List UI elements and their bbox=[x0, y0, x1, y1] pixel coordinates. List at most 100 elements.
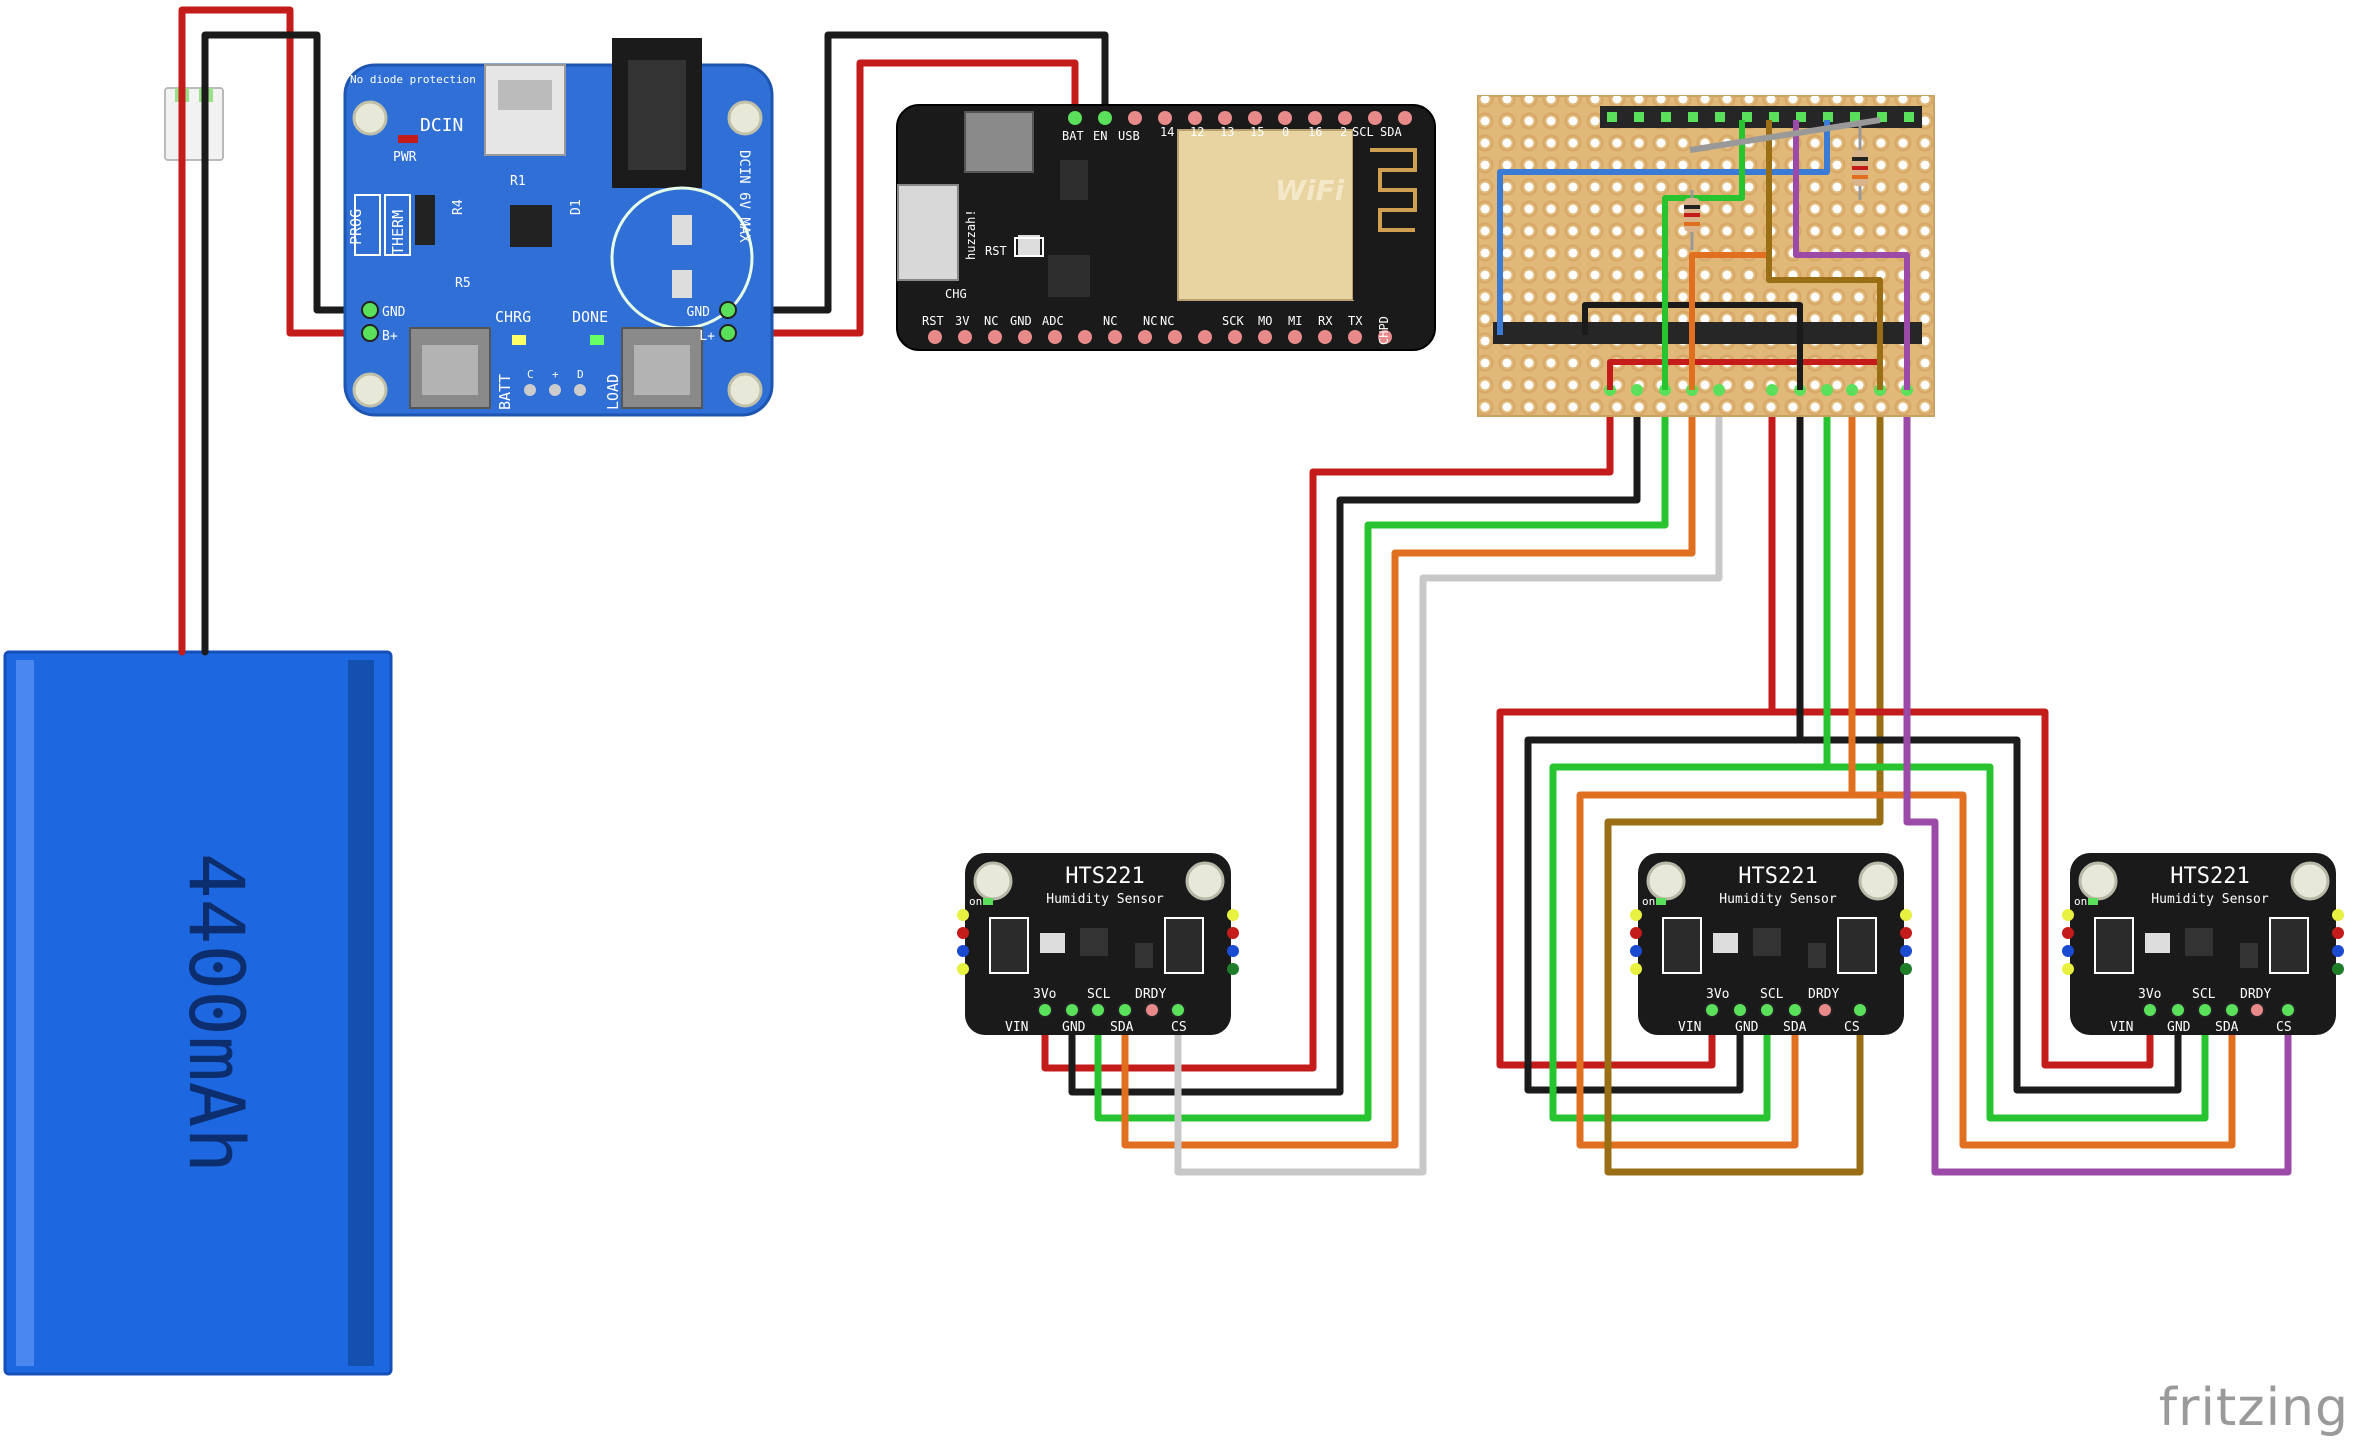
feather-pin-label: 14 bbox=[1160, 125, 1174, 139]
sensor-pin-label: SCL bbox=[1760, 987, 1784, 1002]
sensor-pin-label: DRDY bbox=[1135, 987, 1166, 1002]
charger-label: PROG bbox=[347, 209, 365, 245]
charger-label: D1 bbox=[569, 199, 584, 215]
charger-label: C bbox=[527, 368, 534, 381]
feather-pin-label: GND bbox=[1010, 314, 1032, 328]
charger-label: GND bbox=[687, 305, 711, 320]
wire-s3-black bbox=[1796, 386, 2182, 1094]
wire-s1-orange bbox=[1121, 386, 1696, 1149]
sensor-title: HTS221 bbox=[2170, 864, 2249, 889]
sensor-pin-label: 3Vo bbox=[1706, 987, 1729, 1002]
wire-s1-green bbox=[1094, 386, 1669, 1122]
feather-pin-label: CHPD bbox=[1377, 316, 1391, 345]
charger-label: R4 bbox=[451, 199, 466, 215]
feather-pin-label: NC bbox=[1160, 314, 1174, 328]
wire-s1-red bbox=[1041, 386, 1614, 1072]
feather-pin-label: RX bbox=[1318, 314, 1333, 328]
wire-s3-red bbox=[1768, 386, 2154, 1069]
sensor-board-3: HTS221 Humidity Sensor on 3Vo SCL DRDY V… bbox=[2062, 853, 2344, 1035]
feather-pin-label: 13 bbox=[1220, 125, 1234, 139]
feather-pin-label: 16 bbox=[1308, 125, 1322, 139]
feather-board: WiFi bbox=[896, 104, 1436, 351]
sensor-pin-label: DRDY bbox=[1808, 987, 1839, 1002]
charger-board: No diode protection DCIN PWR R1 D1 PROG … bbox=[343, 38, 774, 417]
jst-connector bbox=[164, 87, 224, 161]
sensor-pin-label: 3Vo bbox=[2138, 987, 2161, 1002]
charger-label: THERM bbox=[389, 210, 407, 255]
feather-pin-label: MO bbox=[1258, 314, 1272, 328]
wires bbox=[178, 6, 2292, 1176]
feather-pin-label: 0 bbox=[1282, 125, 1289, 139]
feather-pin-label: SDA bbox=[1380, 125, 1402, 139]
sensor-title: HTS221 bbox=[1065, 864, 1144, 889]
charger-label: D bbox=[577, 368, 584, 381]
charger-note: No diode protection bbox=[350, 73, 476, 86]
stripboard bbox=[1477, 95, 1935, 417]
sensor-pin-label: DRDY bbox=[2240, 987, 2271, 1002]
sensor-pin-label: VIN bbox=[1005, 1020, 1028, 1035]
battery: 4400mAh bbox=[3, 650, 393, 1376]
charger-label: DONE bbox=[572, 308, 608, 326]
sensor-pin-label: CS bbox=[1171, 1020, 1187, 1035]
feather-side-label: huzzah! bbox=[964, 209, 978, 260]
wire-s3-orange bbox=[1848, 386, 2236, 1149]
charger-label: + bbox=[552, 368, 559, 381]
sensor-board-1: HTS221 Humidity Sensor on 3Vo SCL DRDY V… bbox=[957, 853, 1239, 1035]
charger-label: DCIN 6V MAX bbox=[736, 150, 752, 243]
sensor-subtitle: Humidity Sensor bbox=[1719, 892, 1837, 907]
wire-s2-brown bbox=[1604, 256, 1884, 1176]
feather-pins-bottom bbox=[928, 330, 1392, 344]
pullup-resistor bbox=[1684, 190, 1700, 250]
wire-load-red bbox=[726, 59, 1079, 337]
feather-pin-label: 15 bbox=[1250, 125, 1264, 139]
sensor-pin-label: SDA bbox=[1110, 1020, 1134, 1035]
charger-label: DCIN bbox=[420, 115, 463, 136]
board-wire-green bbox=[1662, 120, 1745, 390]
charger-label: BATT bbox=[496, 374, 514, 410]
feather-pin-label: BAT bbox=[1062, 129, 1084, 143]
feather-pin-label: MI bbox=[1288, 314, 1302, 328]
board-wire-purple bbox=[1793, 120, 1910, 390]
charger-label: B+ bbox=[382, 329, 398, 344]
sensor-pin-label: GND bbox=[2167, 1020, 2191, 1035]
wire-battery-red bbox=[178, 6, 374, 656]
sensor-pin-label: CS bbox=[2276, 1020, 2292, 1035]
feather-pin-label: RST bbox=[922, 314, 944, 328]
sensor-on-label: on bbox=[2074, 895, 2087, 908]
feather-pin-label: SCL bbox=[1352, 125, 1374, 139]
fritzing-watermark: fritzing bbox=[2158, 1378, 2349, 1438]
wire-s3-purple bbox=[1903, 256, 2292, 1176]
board-wire-brown bbox=[1766, 120, 1883, 390]
board-wire-grey bbox=[1689, 117, 1881, 153]
feather-pin-label: NC bbox=[1103, 314, 1117, 328]
sensor-pin-label: GND bbox=[1735, 1020, 1759, 1035]
sensor-pin-label: SCL bbox=[2192, 987, 2216, 1002]
feather-pins-top bbox=[1068, 111, 1412, 125]
sensor-pin-label: 3Vo bbox=[1033, 987, 1056, 1002]
feather-pin-label: EN bbox=[1093, 129, 1107, 143]
sensor-on-label: on bbox=[1642, 895, 1655, 908]
feather-pin-label: ADC bbox=[1042, 314, 1064, 328]
wire-s1-black bbox=[1068, 386, 1641, 1096]
battery-label: 4400mAh bbox=[172, 853, 261, 1173]
board-wire-blue bbox=[1497, 120, 1830, 335]
sensor-board-2: HTS221 Humidity Sensor on 3Vo SCL DRDY V… bbox=[1630, 853, 1912, 1035]
sensor-pin-label: SDA bbox=[2215, 1020, 2239, 1035]
sensor-pin-label: SCL bbox=[1087, 987, 1111, 1002]
charger-label: GND bbox=[382, 305, 406, 320]
feather-pin-label: 3V bbox=[955, 314, 969, 328]
wire-load-black bbox=[726, 31, 1109, 314]
charger-label: R1 bbox=[510, 174, 526, 189]
wire-battery-black bbox=[201, 31, 374, 656]
feather-pin-label: TX bbox=[1348, 314, 1363, 328]
feather-pin-label: 2 bbox=[1340, 125, 1347, 139]
feather-side-label: RST bbox=[985, 244, 1007, 258]
sensor-subtitle: Humidity Sensor bbox=[1046, 892, 1164, 907]
charger-label: LOAD bbox=[604, 374, 622, 410]
feather-pin-label: SCK bbox=[1222, 314, 1244, 328]
feather-wifi-label: WiFi bbox=[1275, 174, 1345, 207]
pullup-resistor bbox=[1852, 120, 1868, 200]
sensor-pin-label: VIN bbox=[2110, 1020, 2133, 1035]
charger-label: PWR bbox=[393, 150, 417, 165]
charger-label: L+ bbox=[699, 329, 715, 344]
